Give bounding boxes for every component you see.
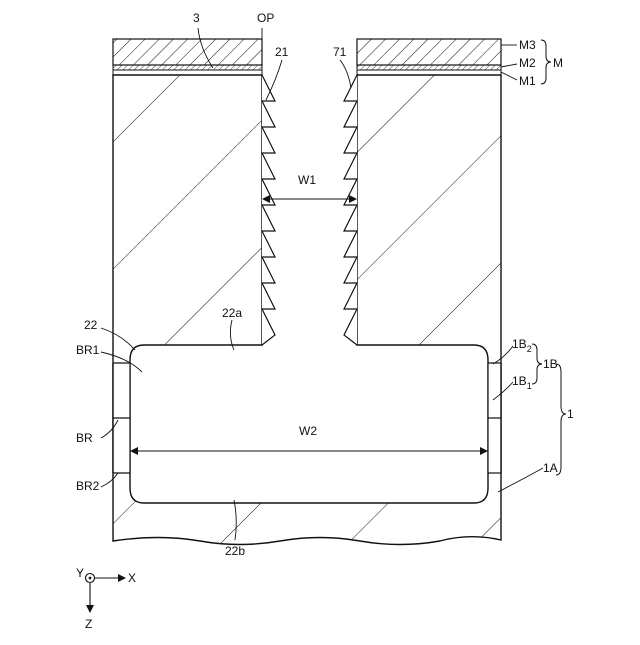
label-br2: BR2 <box>76 479 100 493</box>
label-ref-22a: 22a <box>222 306 242 320</box>
label-op: OP <box>257 11 274 25</box>
label-ref-21: 21 <box>275 45 289 59</box>
label-m3: M3 <box>519 38 536 52</box>
label-1: 1 <box>567 407 574 421</box>
label-1b: 1B <box>543 357 558 371</box>
mask-m1-left <box>113 70 262 75</box>
label-ref-71: 71 <box>333 45 347 59</box>
scallop-sidewall-left <box>262 75 275 345</box>
label-1b2: 1B2 <box>512 337 532 354</box>
mask-m2-left <box>113 65 262 70</box>
mask-m3-left <box>113 39 262 65</box>
label-w1: W1 <box>298 173 316 187</box>
brace-1 <box>556 364 566 475</box>
label-w2: W2 <box>299 424 317 438</box>
label-ref-22b: 22b <box>225 544 245 558</box>
axis-label-z: Z <box>85 617 92 631</box>
axis-indicator: Y X Z <box>76 566 136 631</box>
label-ref-3: 3 <box>193 11 200 25</box>
axis-label-y: Y <box>76 566 84 580</box>
label-m1: M1 <box>519 74 536 88</box>
scallop-sidewall-right <box>344 75 357 345</box>
mask-m3-right <box>357 39 501 65</box>
label-m2: M2 <box>519 56 536 70</box>
label-1a: 1A <box>543 461 558 475</box>
mask-m2-right <box>357 65 501 70</box>
brace-1b <box>532 344 542 384</box>
axis-label-x: X <box>128 571 136 585</box>
label-ref-22: 22 <box>84 318 98 332</box>
brace-m <box>541 40 551 84</box>
label-br1: BR1 <box>76 343 100 357</box>
substrate-body <box>113 75 501 545</box>
label-m: M <box>553 56 563 70</box>
label-1b1: 1B1 <box>512 374 532 391</box>
mask-m1-right <box>357 70 501 75</box>
label-br: BR <box>76 431 93 445</box>
mask-layer-m <box>113 39 501 75</box>
